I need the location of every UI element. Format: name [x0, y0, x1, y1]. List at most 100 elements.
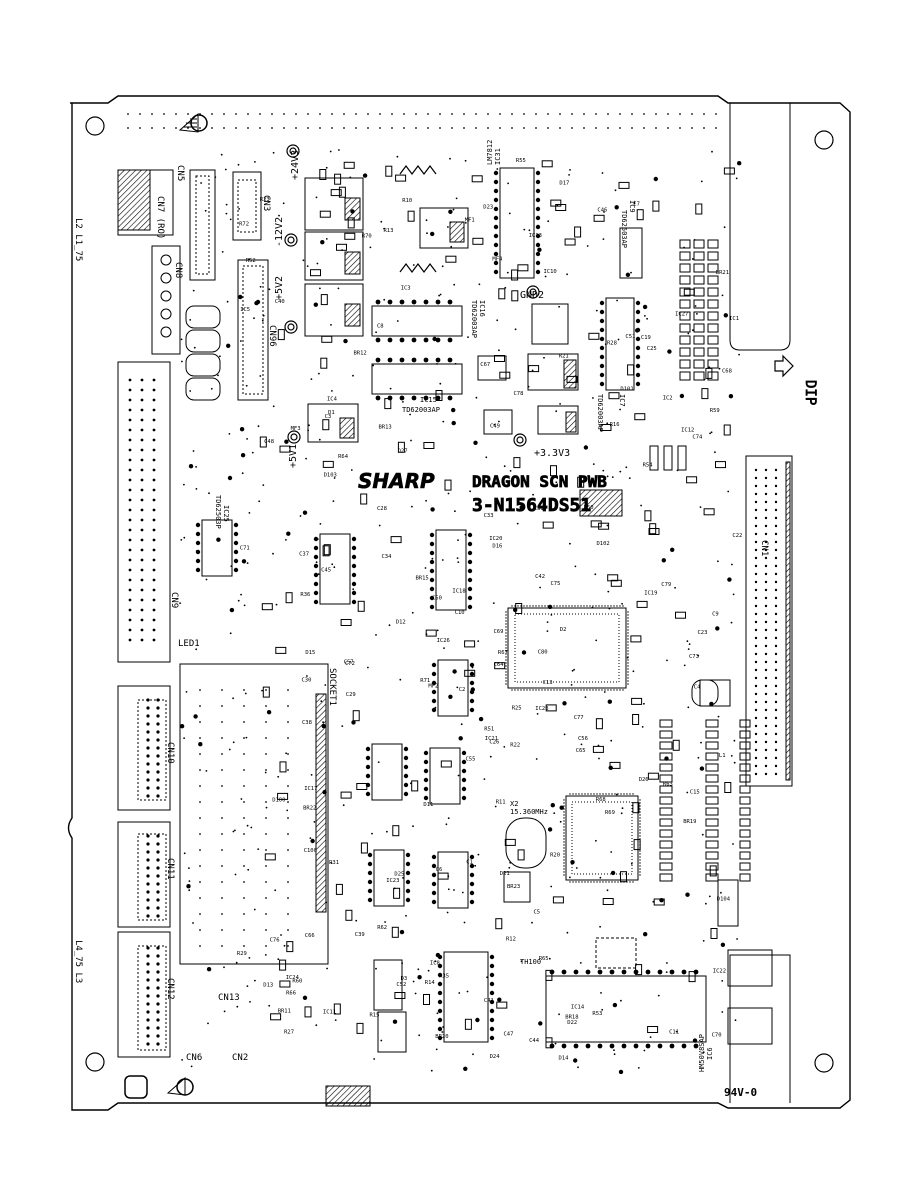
- smd-pad: [593, 214, 605, 222]
- smd-pad: [393, 887, 401, 899]
- via-dot: [313, 590, 319, 596]
- smd-pad: [707, 275, 719, 285]
- via-dot: [464, 159, 467, 162]
- via-dot: [487, 113, 489, 115]
- via-dot: [505, 656, 507, 658]
- via-dot: [128, 608, 132, 612]
- via-dot: [720, 891, 722, 894]
- via-dot: [431, 680, 437, 686]
- via-dot: [538, 605, 540, 607]
- via-dot: [375, 634, 377, 636]
- smd-pad: [703, 508, 715, 516]
- via-dot: [681, 1043, 687, 1049]
- via-dot: [511, 689, 513, 691]
- via-dot: [575, 867, 578, 869]
- via-dot: [156, 850, 160, 854]
- via-dot: [331, 390, 333, 392]
- via-dot: [627, 683, 629, 685]
- smd-pad: [264, 853, 276, 861]
- via-dot: [156, 898, 160, 902]
- via-dot: [627, 671, 629, 673]
- via-dot: [666, 659, 668, 662]
- via-dot: [128, 528, 132, 532]
- via-dot: [378, 524, 381, 527]
- via-dot: [699, 766, 705, 771]
- via-dot: [630, 862, 633, 865]
- via-dot: [409, 413, 411, 416]
- refdes-label: R28: [607, 341, 617, 347]
- via-dot: [146, 882, 150, 886]
- via-dot: [337, 287, 340, 290]
- via-dot: [318, 438, 321, 441]
- via-dot: [351, 590, 357, 596]
- via-dot: [383, 298, 386, 301]
- via-dot: [246, 562, 249, 564]
- via-dot: [128, 638, 132, 642]
- via-dot: [607, 590, 610, 593]
- via-dot: [493, 260, 499, 266]
- via-dot: [156, 786, 160, 790]
- via-dot: [223, 127, 225, 129]
- via-dot: [411, 505, 413, 508]
- cn96-label: CN96: [267, 325, 277, 347]
- via-dot: [627, 647, 629, 649]
- via-dot: [146, 866, 150, 870]
- via-dot: [531, 369, 534, 372]
- refdes-label: IC28: [535, 706, 548, 712]
- via-dot: [350, 469, 353, 471]
- via-dot: [587, 793, 589, 795]
- via-dot: [246, 985, 249, 987]
- via-dot: [568, 689, 570, 691]
- via-dot: [431, 707, 437, 713]
- refdes-label: BR11: [278, 1009, 291, 1015]
- smd-pad: [279, 980, 291, 988]
- via-dot: [451, 420, 456, 426]
- refdes-label: R22: [510, 742, 520, 748]
- via-dot: [265, 897, 267, 899]
- via-dot: [621, 969, 627, 975]
- via-dot: [764, 636, 768, 640]
- refdes-label: R66: [286, 991, 296, 997]
- via-dot: [338, 149, 340, 151]
- via-dot: [140, 598, 144, 602]
- via-dot: [199, 913, 201, 915]
- smd-pad: [705, 774, 719, 783]
- via-dot: [563, 853, 565, 855]
- via-dot: [619, 605, 621, 607]
- via-dot: [764, 684, 768, 688]
- via-dot: [547, 605, 549, 607]
- via-dot: [200, 182, 203, 184]
- via-dot: [325, 166, 328, 169]
- via-dot: [146, 994, 150, 998]
- via-dot: [128, 468, 132, 472]
- via-dot: [639, 802, 641, 804]
- via-dot: [232, 741, 235, 744]
- via-dot: [199, 127, 201, 129]
- cn9-label: CN9: [169, 592, 179, 608]
- via-dot: [764, 772, 768, 776]
- via-dot: [469, 662, 475, 668]
- smd-pad: [707, 251, 719, 261]
- refdes-label: IC4: [327, 397, 338, 403]
- via-dot: [625, 466, 628, 469]
- via-dot: [505, 623, 507, 625]
- via-dot: [325, 238, 328, 240]
- via-dot: [199, 113, 201, 115]
- via-dot: [146, 954, 150, 958]
- via-dot: [140, 378, 144, 382]
- via-dot: [715, 113, 717, 115]
- via-dot: [469, 490, 471, 493]
- via-dot: [431, 872, 437, 878]
- via-dot: [427, 113, 429, 115]
- via-dot: [521, 650, 527, 655]
- via-dot: [439, 113, 441, 115]
- via-dot: [199, 929, 201, 931]
- via-dot: [351, 563, 357, 569]
- via-dot: [265, 881, 267, 883]
- smd-pad: [679, 263, 691, 273]
- via-dot: [711, 150, 713, 153]
- via-dot: [568, 605, 570, 607]
- via-dot: [635, 345, 641, 351]
- via-dot: [441, 265, 444, 268]
